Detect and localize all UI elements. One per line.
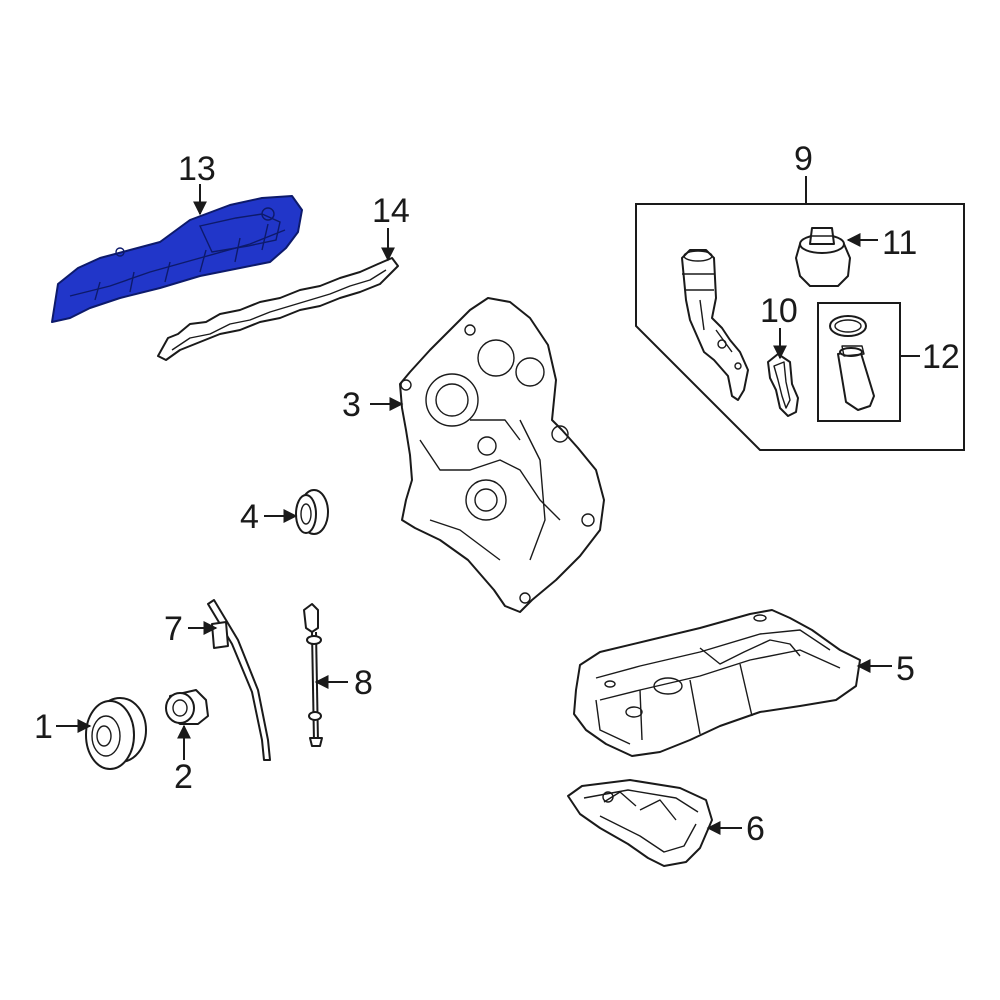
callout-13[interactable]: 13 <box>178 150 216 188</box>
callout-8[interactable]: 8 <box>354 664 373 702</box>
callout-9[interactable]: 9 <box>794 140 813 178</box>
part-13-cover[interactable] <box>51 195 303 323</box>
part-1-pulley[interactable] <box>85 697 147 770</box>
callout-6[interactable]: 6 <box>746 810 765 848</box>
callout-1[interactable]: 1 <box>34 708 53 746</box>
callout-4[interactable]: 4 <box>240 498 259 536</box>
part-4-seal[interactable] <box>295 489 329 535</box>
part-12-box <box>817 302 901 422</box>
callout-12[interactable]: 12 <box>922 338 960 376</box>
part-5-oil-pan-upper[interactable] <box>573 609 861 757</box>
callout-5[interactable]: 5 <box>896 650 915 688</box>
part-7-dipstick-tube[interactable] <box>207 599 271 761</box>
part-9-group-frame <box>635 203 965 451</box>
part-14-gasket[interactable] <box>157 257 399 361</box>
callout-14[interactable]: 14 <box>372 192 410 230</box>
callout-10[interactable]: 10 <box>760 292 798 330</box>
part-2-bushing[interactable] <box>165 689 209 725</box>
part-3-timing-cover[interactable] <box>399 297 605 613</box>
callouts: 13 14 3 4 5 6 1 2 7 8 9 10 11 12 <box>34 140 960 848</box>
part-8-dipstick[interactable] <box>303 603 323 747</box>
part-6-oil-pan-lower[interactable] <box>567 779 713 867</box>
leader-lines <box>56 176 920 835</box>
part-9-filter-housing[interactable] <box>681 249 749 401</box>
callout-2[interactable]: 2 <box>174 758 193 796</box>
part-11-filter-cap[interactable] <box>795 227 851 287</box>
part-12-filter-element[interactable] <box>829 315 875 411</box>
callout-7[interactable]: 7 <box>164 610 183 648</box>
callout-3[interactable]: 3 <box>342 386 361 424</box>
part-10-gasket[interactable] <box>767 353 799 417</box>
callout-11[interactable]: 11 <box>882 224 917 262</box>
